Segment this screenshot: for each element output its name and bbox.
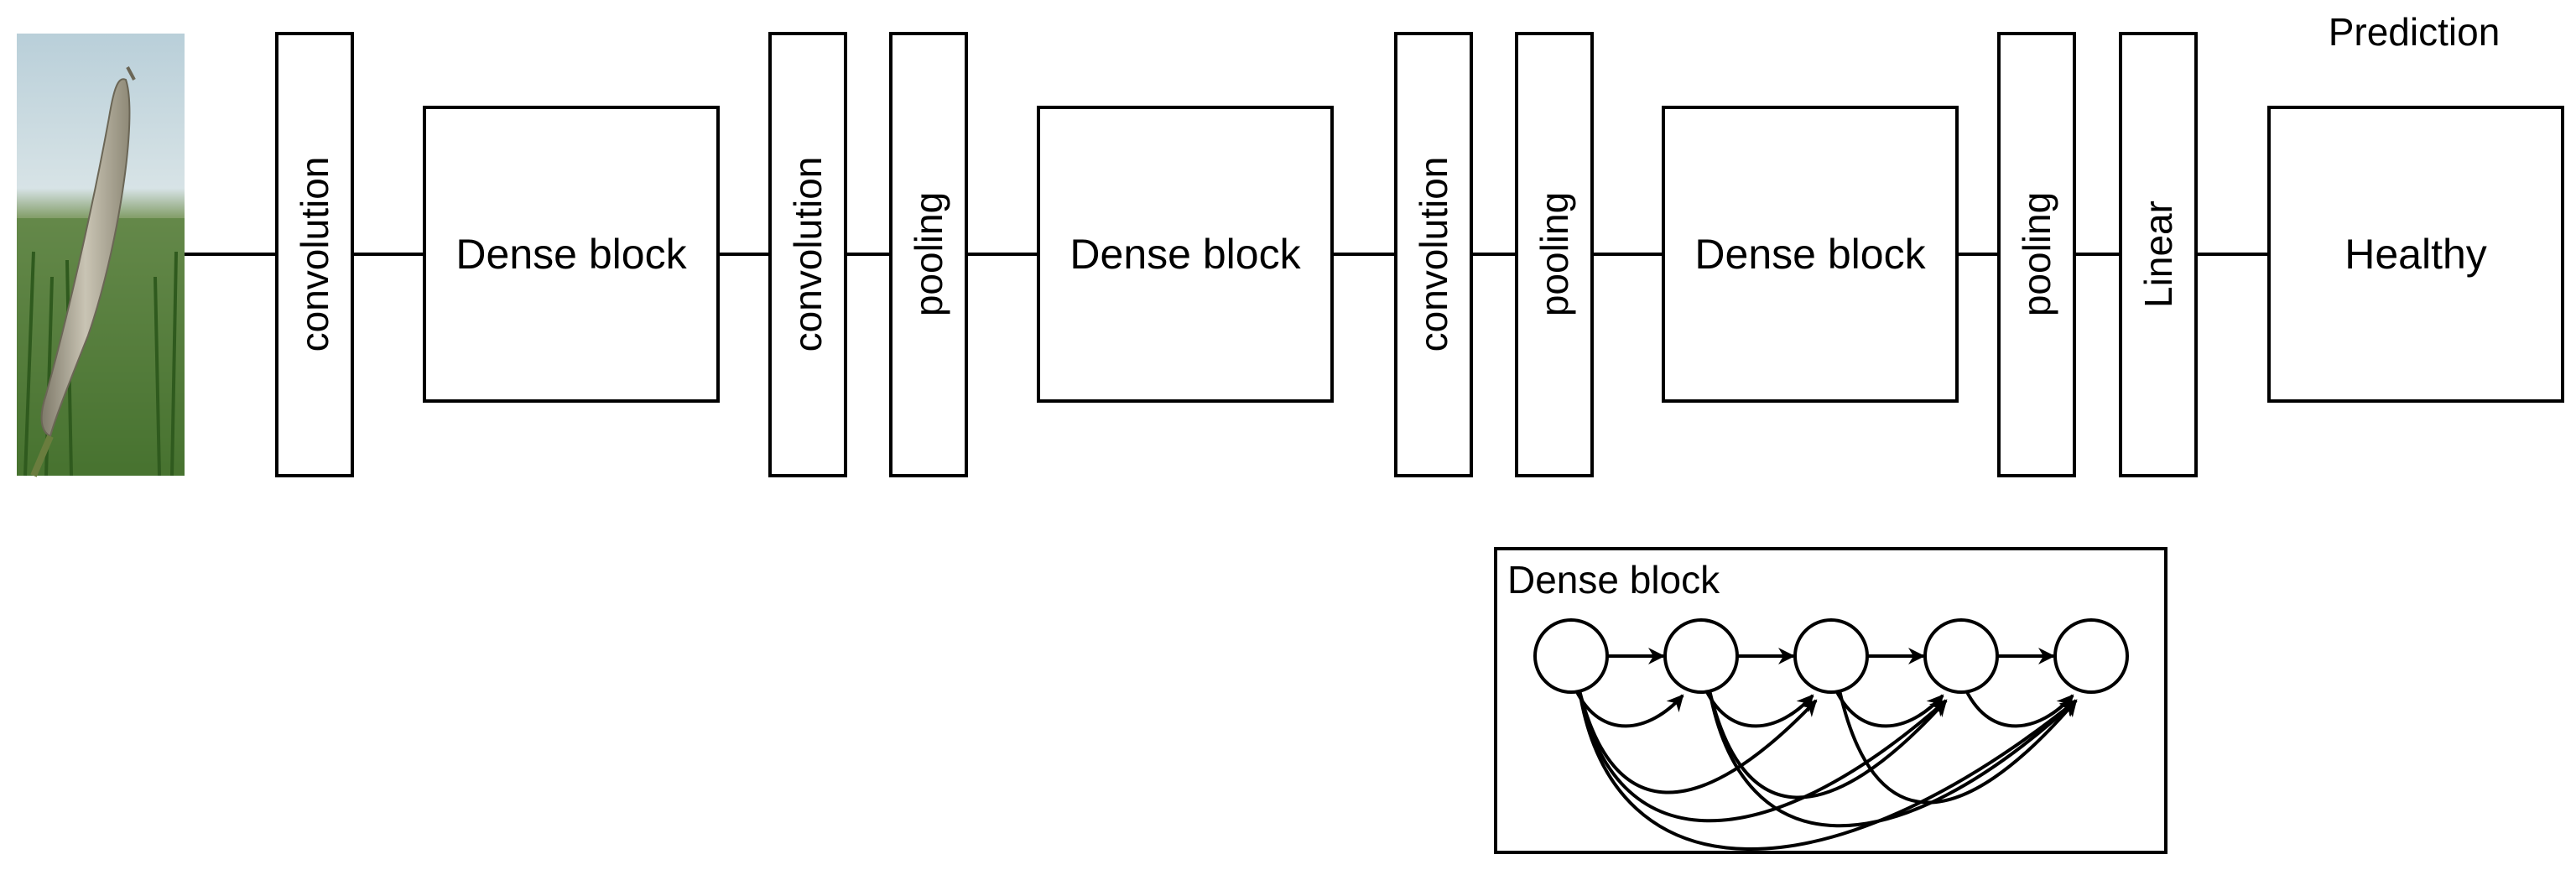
inset-nodes xyxy=(1533,618,2129,694)
inset-skip-arrow xyxy=(1578,690,1818,794)
layer-label: Dense block xyxy=(1069,231,1301,278)
inset-node xyxy=(1793,618,1869,694)
inset-skip-arrow xyxy=(1708,690,1948,800)
inset-skip-arrow xyxy=(1838,690,2078,805)
layer-box xyxy=(1515,32,1594,477)
layer-label: pooling xyxy=(907,192,950,316)
layer-label: Linear xyxy=(2136,201,2180,308)
layer-stack: convolution Dense block convolution pooling… xyxy=(275,32,2198,477)
inset-node xyxy=(2053,618,2129,694)
millet-head xyxy=(30,66,136,477)
inset-skip-arrow xyxy=(1965,690,2074,728)
dense-block-inset: Dense block xyxy=(1494,547,2167,854)
layer-box xyxy=(1662,106,1959,403)
layer-conv3: convolution xyxy=(1394,32,1473,477)
layer-box xyxy=(1997,32,2076,477)
layer-label: convolution xyxy=(786,157,830,352)
layer-box xyxy=(1037,106,1334,403)
layer-box xyxy=(275,32,354,477)
layer-pool3: pooling xyxy=(1997,32,2076,477)
layer-dense1: Dense block xyxy=(423,106,720,403)
inset-node xyxy=(1923,618,1999,694)
layer-dense2: Dense block xyxy=(1037,106,1334,403)
inset-skip-arrow xyxy=(1834,690,1944,728)
layer-box xyxy=(768,32,847,477)
layer-pool2: pooling xyxy=(1515,32,1594,477)
layer-box xyxy=(423,106,720,403)
layer-label: pooling xyxy=(2015,192,2058,316)
layer-box xyxy=(889,32,968,477)
output-box: Healthy xyxy=(2267,106,2564,403)
output-label: Healthy xyxy=(2344,231,2487,278)
layer-box xyxy=(2119,32,2198,477)
layer-label: convolution xyxy=(1412,157,1455,352)
prediction-label: Prediction xyxy=(2329,10,2501,54)
inset-node xyxy=(1663,618,1739,694)
layer-dense3: Dense block xyxy=(1662,106,1959,403)
layer-label: convolution xyxy=(293,157,336,352)
layer-conv2: convolution xyxy=(768,32,847,477)
layer-label: Dense block xyxy=(455,231,687,278)
inset-skip-arrow xyxy=(1708,690,2078,828)
layer-label: Dense block xyxy=(1694,231,1926,278)
inset-node xyxy=(1533,618,1609,694)
inset-skip-arrow xyxy=(1578,690,2078,851)
inset-skip-arrow xyxy=(1578,690,1948,823)
layer-pool1: pooling xyxy=(889,32,968,477)
layer-linear: Linear xyxy=(2119,32,2198,477)
layer-conv1: convolution xyxy=(275,32,354,477)
layer-box xyxy=(1394,32,1473,477)
inset-skip-arrow xyxy=(1704,690,1814,728)
layer-label: pooling xyxy=(1533,192,1576,316)
input-image xyxy=(17,34,185,477)
inset-title: Dense block xyxy=(1507,558,1720,602)
inset-skip-arrow xyxy=(1574,690,1684,728)
inset-skip-connections xyxy=(1574,648,2078,851)
